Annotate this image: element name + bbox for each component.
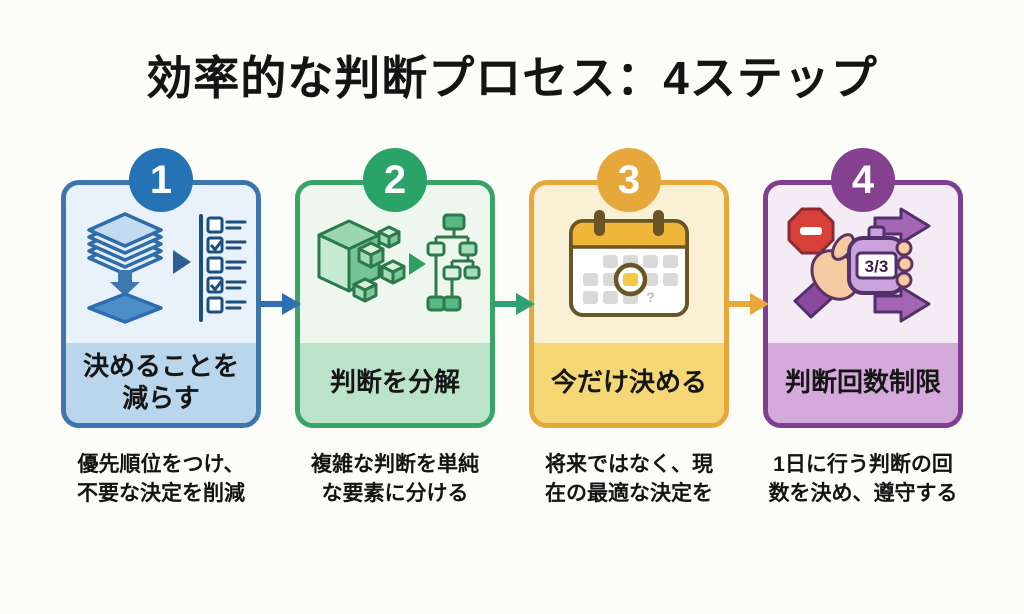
arrow-right-icon [259, 293, 301, 315]
step-4-number: 4 [851, 157, 875, 202]
arrow-right-icon [493, 293, 535, 315]
hand-tally-counter-icon: 3/3 [787, 207, 931, 323]
step-1-number: 1 [149, 157, 173, 202]
step-4-number-badge: 4 [831, 148, 895, 212]
step-3-number: 3 [617, 157, 641, 202]
step-3-number-badge: 3 [597, 148, 661, 212]
cube-decomposition-icon [317, 213, 481, 312]
step-3-label-band: 今だけ決める [534, 343, 724, 423]
step-4-description: 1日に行う判断の回 数を決め、遵守する [768, 453, 958, 506]
step-2-card: 判断を分解 [295, 180, 495, 428]
step-1-number-badge: 1 [129, 148, 193, 212]
step-2-label-band: 判断を分解 [300, 343, 490, 423]
step-3-label: 今だけ決める [550, 367, 707, 398]
layers-to-checklist-icon [87, 212, 247, 324]
counter-display: 3/3 [865, 257, 889, 276]
step-1-label-band: 決めることを 減らす [66, 343, 256, 423]
calendar-today-icon: ? [569, 210, 689, 317]
calendar-question-mark: ? [646, 289, 655, 305]
step-3-description: 将来ではなく、現 在の最適な決定を [545, 453, 713, 506]
step-2-label: 判断を分解 [329, 367, 460, 398]
steps-row: 1 [61, 148, 963, 509]
page-title: 効率的な判断プロセス：4ステップ [146, 52, 878, 104]
step-3-card: ? 今だけ決める [529, 180, 729, 428]
step-1-card: 決めることを 減らす [61, 180, 261, 428]
step-2-number: 2 [383, 157, 407, 202]
step-4: 4 3/3 [763, 148, 963, 509]
step-4-label-band: 判断回数制限 [768, 343, 958, 423]
arrow-right-icon [727, 293, 769, 315]
step-1: 1 [61, 148, 261, 509]
step-1-description: 優先順位をつけ、 不要な決定を削減 [77, 453, 245, 506]
step-1-label: 決めることを 減らす [82, 351, 239, 413]
step-4-card: 3/3 判断回数制限 [763, 180, 963, 428]
step-2: 2 [295, 148, 495, 509]
step-2-number-badge: 2 [363, 148, 427, 212]
step-4-label: 判断回数制限 [784, 367, 941, 398]
step-3: 3 ? 今だ [529, 148, 729, 509]
step-2-description: 複雑な判断を単純 な要素に分ける [311, 453, 479, 506]
